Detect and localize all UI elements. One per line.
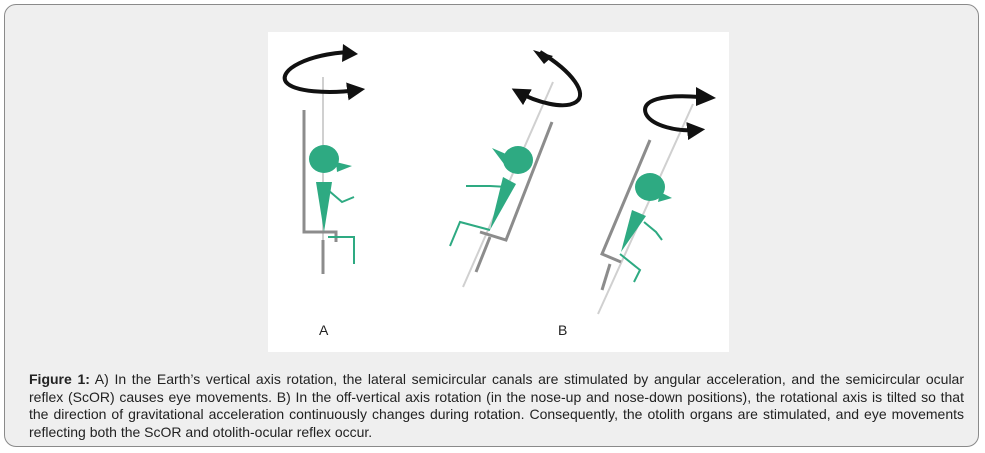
- caption-text: A) In the Earth’s vertical axis rotation…: [29, 371, 965, 440]
- caption-label: Figure 1:: [29, 371, 90, 387]
- chair-icon: [600, 139, 652, 291]
- rotation-arrow-head-icon: [696, 87, 716, 106]
- seated-person-icon: [449, 146, 533, 247]
- chair-icon: [474, 121, 554, 273]
- rotation-axis-icon: [597, 103, 694, 315]
- figure-frame: A B Figure 1: A) In the Earth’s vertical…: [4, 4, 979, 447]
- rotation-arrow-icon: [511, 50, 583, 108]
- panel-a-figure: [282, 44, 366, 274]
- panel-label-a: A: [319, 322, 329, 338]
- rotation-arrow-head-icon: [342, 44, 358, 62]
- panel-b-nose-down-figure: [597, 87, 716, 315]
- rotation-diagram: [282, 44, 716, 315]
- figure-illustration: A B: [268, 32, 729, 352]
- panel-label-b: B: [558, 322, 568, 338]
- rotation-arrow-icon: [282, 50, 366, 101]
- panel-b-nose-up-figure: [449, 50, 583, 288]
- figure-caption: Figure 1: A) In the Earth’s vertical axi…: [29, 371, 964, 441]
- rotation-arrow-icon: [643, 94, 706, 141]
- rotation-arrow-head-icon: [533, 50, 553, 64]
- seated-person-icon: [619, 173, 672, 283]
- seated-person-icon: [309, 145, 355, 264]
